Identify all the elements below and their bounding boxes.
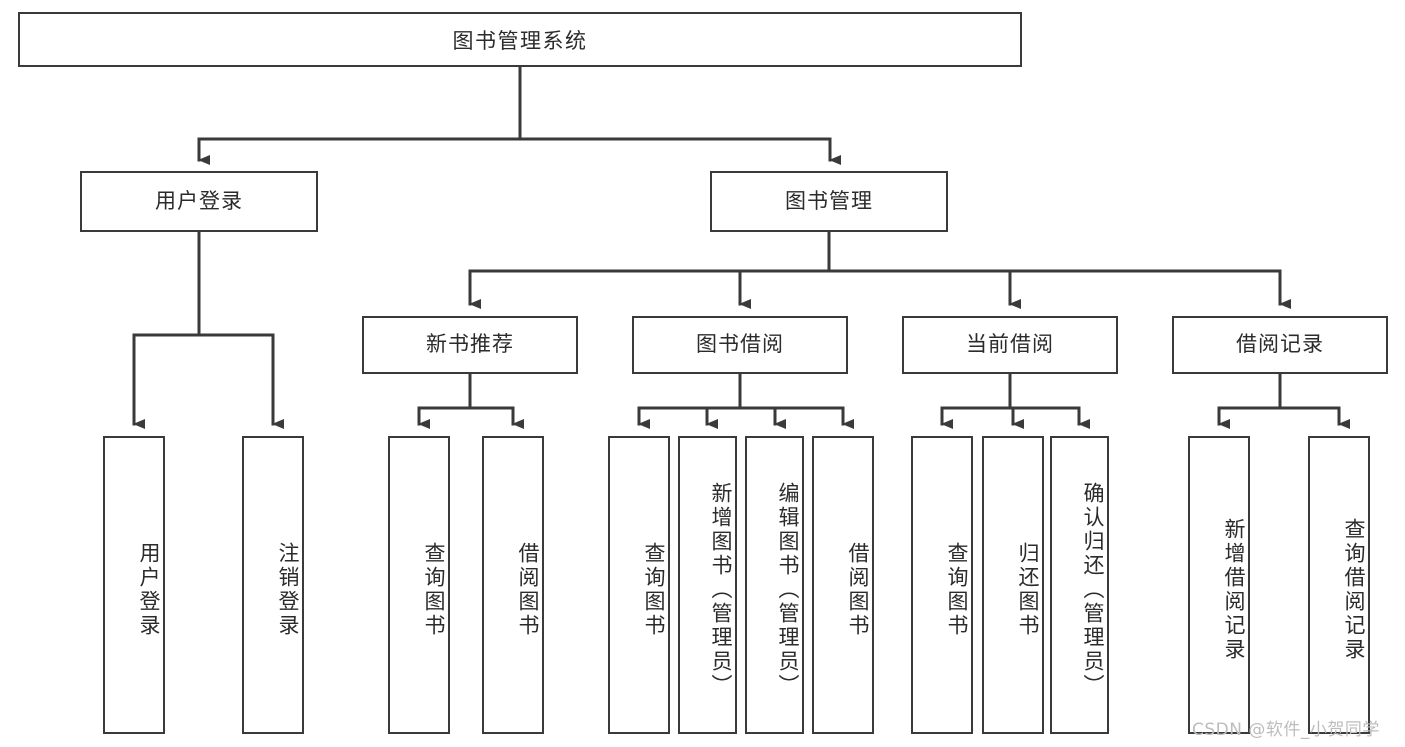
node-root-label: 图书管理系统 [452,28,588,53]
node-leaf-add-borrow-record-label: 新增借阅记录 [1222,518,1246,662]
node-leaf-add-borrow-record[interactable]: 新增借阅记录 [1188,436,1250,734]
node-leaf-query-book-current[interactable]: 查询图书 [911,436,973,734]
node-leaf-query-book-current-label: 查询图书 [945,542,969,638]
node-current-borrow-label: 当前借阅 [966,332,1054,357]
node-leaf-edit-book-admin[interactable]: 编辑图书（管理员） [745,436,804,734]
node-leaf-user-login[interactable]: 用户登录 [103,436,165,734]
node-leaf-query-book-borrow[interactable]: 查询图书 [608,436,670,734]
csdn-watermark: CSDN @软件_小贺同学 [1192,720,1380,740]
node-leaf-query-book-recommend[interactable]: 查询图书 [388,436,450,734]
node-leaf-add-book-admin-label: 新增图书（管理员） [709,482,733,698]
node-current-borrow[interactable]: 当前借阅 [902,316,1118,374]
node-leaf-borrow-book-recommend-label: 借阅图书 [516,542,540,638]
node-leaf-borrow-book[interactable]: 借阅图书 [812,436,874,734]
node-book-management-label: 图书管理 [785,188,873,213]
node-leaf-return-book[interactable]: 归还图书 [982,436,1044,734]
node-leaf-user-login-label: 用户登录 [137,542,161,638]
node-leaf-borrow-book-recommend[interactable]: 借阅图书 [482,436,544,734]
node-leaf-return-book-label: 归还图书 [1016,542,1040,638]
node-leaf-borrow-book-label: 借阅图书 [846,542,870,638]
node-leaf-logout-login[interactable]: 注销登录 [242,436,304,734]
node-new-book-recommend-label: 新书推荐 [426,332,514,357]
node-user-login[interactable]: 用户登录 [80,171,318,232]
node-leaf-confirm-return-admin-label: 确认归还（管理员） [1081,482,1105,698]
node-leaf-query-borrow-record[interactable]: 查询借阅记录 [1308,436,1370,734]
node-leaf-query-borrow-record-label: 查询借阅记录 [1342,518,1366,662]
node-user-login-label: 用户登录 [155,188,243,213]
node-leaf-logout-login-label: 注销登录 [276,542,300,638]
node-leaf-query-book-borrow-label: 查询图书 [642,542,666,638]
node-borrow-record[interactable]: 借阅记录 [1172,316,1388,374]
node-leaf-add-book-admin[interactable]: 新增图书（管理员） [678,436,737,734]
node-book-borrow-label: 图书借阅 [696,332,784,357]
node-book-borrow[interactable]: 图书借阅 [632,316,848,374]
node-root[interactable]: 图书管理系统 [18,12,1022,67]
node-new-book-recommend[interactable]: 新书推荐 [362,316,578,374]
node-leaf-query-book-recommend-label: 查询图书 [422,542,446,638]
node-leaf-confirm-return-admin[interactable]: 确认归还（管理员） [1050,436,1109,734]
node-leaf-edit-book-admin-label: 编辑图书（管理员） [776,482,800,698]
node-book-management[interactable]: 图书管理 [710,171,948,232]
node-borrow-record-label: 借阅记录 [1236,332,1324,357]
